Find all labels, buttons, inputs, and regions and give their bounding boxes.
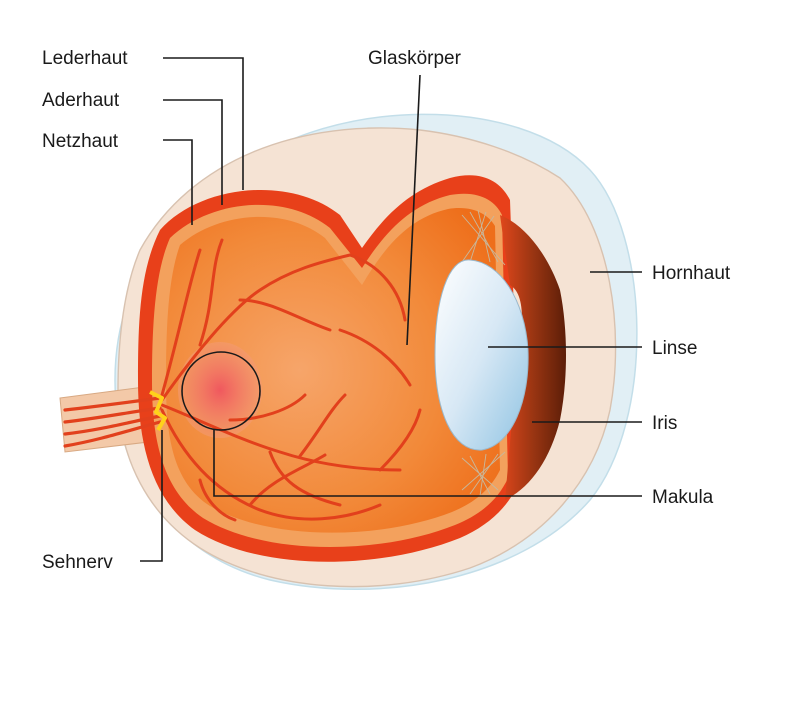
label-glaskoerper: Glaskörper (368, 48, 462, 69)
label-hornhaut: Hornhaut (652, 263, 731, 284)
optic-nerve-fibers (63, 396, 162, 448)
label-iris: Iris (652, 413, 677, 434)
lens-shape (434, 259, 529, 451)
leader-lines (140, 57, 642, 562)
label-linse: Linse (652, 338, 697, 359)
vitreous-body (166, 208, 500, 533)
optic-disc-highlight (149, 390, 167, 432)
iris-shape (500, 215, 566, 500)
label-netzhaut: Netzhaut (42, 131, 119, 152)
label-makula: Makula (652, 487, 714, 508)
macula-circle (181, 351, 261, 431)
ciliary-fibers (461, 209, 506, 497)
label-sehnerv: Sehnerv (42, 552, 113, 573)
label-aderhaut: Aderhaut (42, 90, 120, 111)
macula-region (178, 342, 262, 438)
blood-vessels (160, 238, 422, 522)
label-lederhaut: Lederhaut (42, 48, 128, 69)
